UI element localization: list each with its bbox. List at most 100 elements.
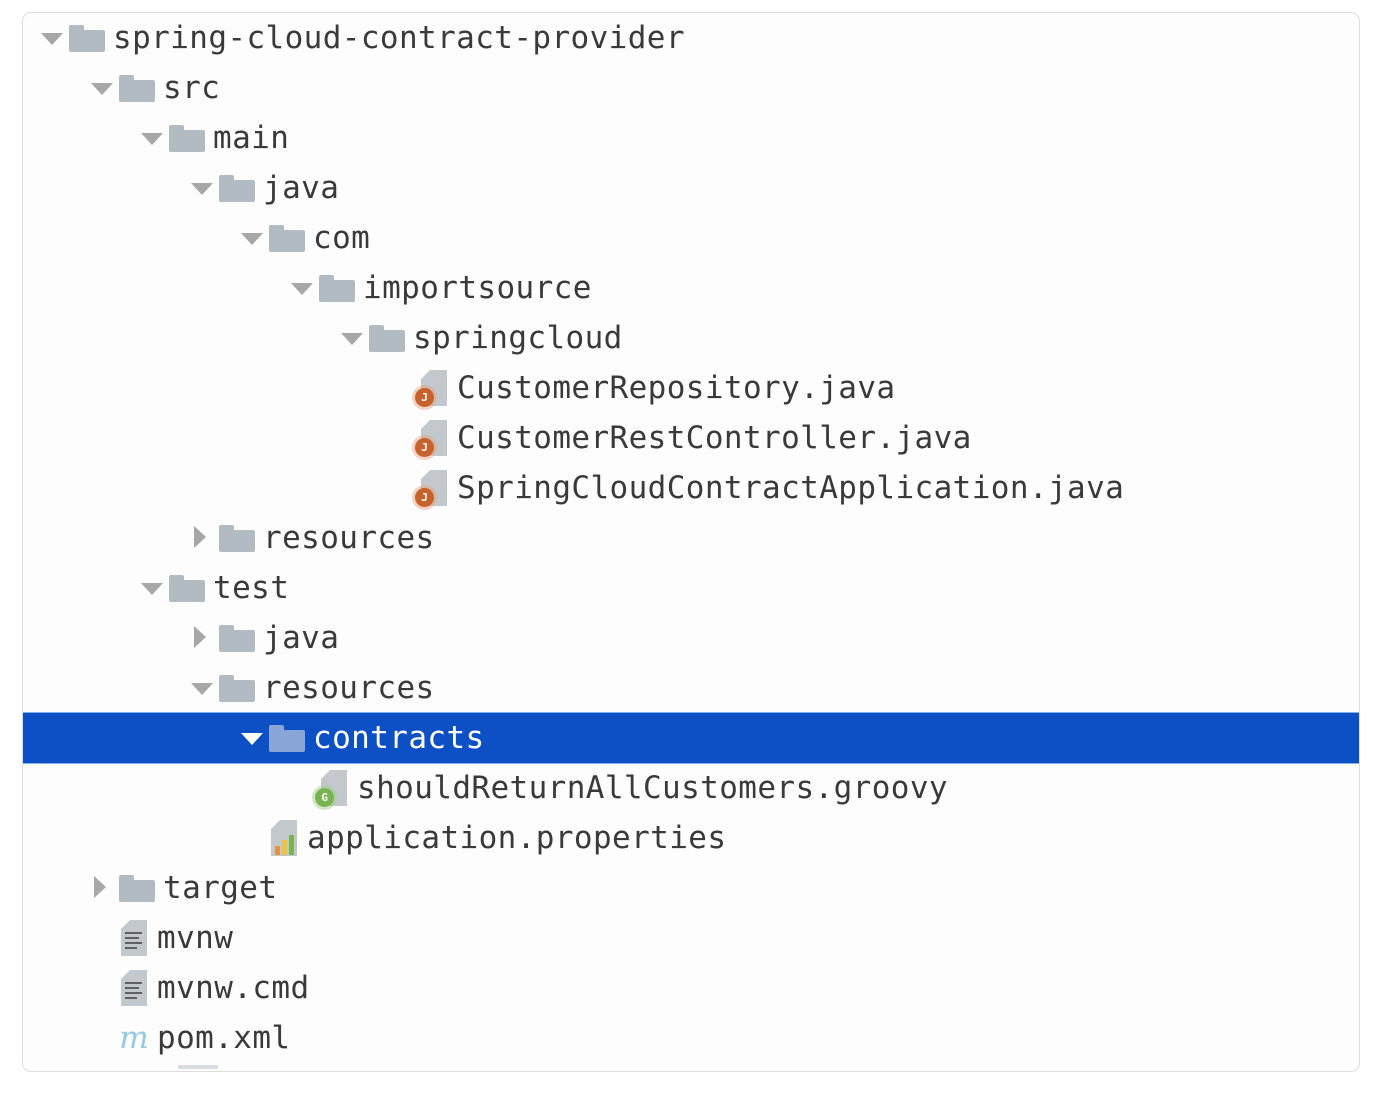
document-folded-corner [121, 970, 130, 979]
tree-row-label: mvnw.cmd [157, 969, 310, 1006]
tree-row[interactable]: spring-cloud-contract-provider [23, 13, 1359, 63]
tree-row[interactable]: java [23, 163, 1359, 213]
folder-body [219, 629, 255, 652]
tree-row-label: spring-cloud-contract-provider [113, 19, 685, 56]
tree-row[interactable]: resources [23, 513, 1359, 563]
document-folded-corner [421, 470, 430, 479]
folder-body [169, 129, 205, 152]
properties-file-icon [269, 820, 299, 856]
chevron-right-icon[interactable] [187, 513, 217, 563]
twisty-spacer [387, 363, 417, 413]
java-file-icon: J [415, 470, 449, 507]
chevron-down-icon[interactable] [137, 113, 167, 163]
tree-row-label: resources [263, 519, 435, 556]
folder-tab [69, 24, 84, 31]
folder-body [69, 29, 105, 52]
twisty-spacer [87, 1013, 117, 1063]
folder-body [269, 729, 305, 752]
text-file-icon [119, 920, 149, 956]
tree-row-label: target [163, 869, 278, 906]
tree-row-label: java [263, 169, 340, 206]
chevron-down-icon[interactable] [337, 313, 367, 363]
tree-row[interactable]: test [23, 563, 1359, 613]
document-folded-corner [421, 370, 430, 379]
folder-icon [219, 174, 255, 202]
folder-icon [119, 74, 155, 102]
tree-row-label: java [263, 619, 340, 656]
document-text-lines [125, 982, 142, 1000]
twisty-spacer [237, 813, 267, 863]
java-badge-icon: J [415, 388, 434, 407]
folder-tab [219, 624, 234, 631]
properties-bar-chart-mark [275, 835, 299, 855]
java-file-icon: J [415, 370, 449, 407]
tree-row[interactable]: application.properties [23, 813, 1359, 863]
groovy-file-icon: G [315, 770, 349, 807]
tree-row[interactable]: mvnw.cmd [23, 963, 1359, 1013]
folder-body [119, 79, 155, 102]
groovy-badge-icon: G [315, 788, 334, 807]
chevron-right-icon[interactable] [87, 863, 117, 913]
tree-row[interactable]: importsource [23, 263, 1359, 313]
document-folded-corner [121, 920, 130, 929]
chevron-down-icon[interactable] [187, 663, 217, 713]
java-badge-icon: J [415, 488, 434, 507]
tree-row[interactable]: springcloud [23, 313, 1359, 363]
chevron-right-icon[interactable] [187, 613, 217, 663]
folder-body [169, 579, 205, 602]
folder-icon [269, 224, 305, 252]
text-file-icon [119, 970, 149, 1006]
tree-row[interactable]: main [23, 113, 1359, 163]
tree-row[interactable]: contracts [23, 713, 1359, 763]
clipped-row-sliver [178, 1065, 218, 1069]
folder-icon [169, 124, 205, 152]
file-tree-list[interactable]: spring-cloud-contract-provider src main jav… [23, 13, 1359, 1063]
folder-icon [269, 724, 305, 752]
tree-row-label: main [213, 119, 290, 156]
chevron-down-icon[interactable] [187, 163, 217, 213]
tree-row-label: resources [263, 669, 435, 706]
tree-row-label: com [313, 219, 371, 256]
tree-row[interactable]: java [23, 613, 1359, 663]
chevron-down-icon[interactable] [87, 63, 117, 113]
tree-row-label: CustomerRepository.java [457, 369, 896, 406]
folder-tab [269, 224, 284, 231]
twisty-spacer [287, 763, 317, 813]
maven-file-icon: m [119, 1019, 149, 1056]
folder-tab [219, 174, 234, 181]
tree-row[interactable]: target [23, 863, 1359, 913]
tree-row-label: test [213, 569, 290, 606]
twisty-spacer [87, 963, 117, 1013]
tree-row-label: CustomerRestController.java [457, 419, 972, 456]
folder-body [219, 529, 255, 552]
tree-row[interactable]: mvnw [23, 913, 1359, 963]
chevron-down-icon[interactable] [137, 563, 167, 613]
twisty-spacer [87, 913, 117, 963]
tree-row-label: src [163, 69, 221, 106]
tree-row[interactable]: src [23, 63, 1359, 113]
tree-row-label: pom.xml [157, 1019, 291, 1056]
tree-row[interactable]: J CustomerRepository.java [23, 363, 1359, 413]
tree-row-label: contracts [313, 719, 485, 756]
chevron-down-icon[interactable] [237, 713, 267, 763]
twisty-spacer [387, 413, 417, 463]
folder-tab [319, 274, 334, 281]
folder-tab [269, 724, 284, 731]
folder-icon [69, 24, 105, 52]
document-folded-corner [321, 770, 330, 779]
folder-icon [169, 574, 205, 602]
tree-row-label: application.properties [307, 819, 727, 856]
tree-row[interactable]: com [23, 213, 1359, 263]
folder-tab [119, 874, 134, 881]
chevron-down-icon[interactable] [37, 13, 67, 63]
project-file-tree-panel[interactable]: spring-cloud-contract-provider src main jav… [22, 12, 1360, 1072]
folder-icon [219, 524, 255, 552]
tree-row[interactable]: resources [23, 663, 1359, 713]
chevron-down-icon[interactable] [287, 263, 317, 313]
folder-icon [369, 324, 405, 352]
chevron-down-icon[interactable] [237, 213, 267, 263]
